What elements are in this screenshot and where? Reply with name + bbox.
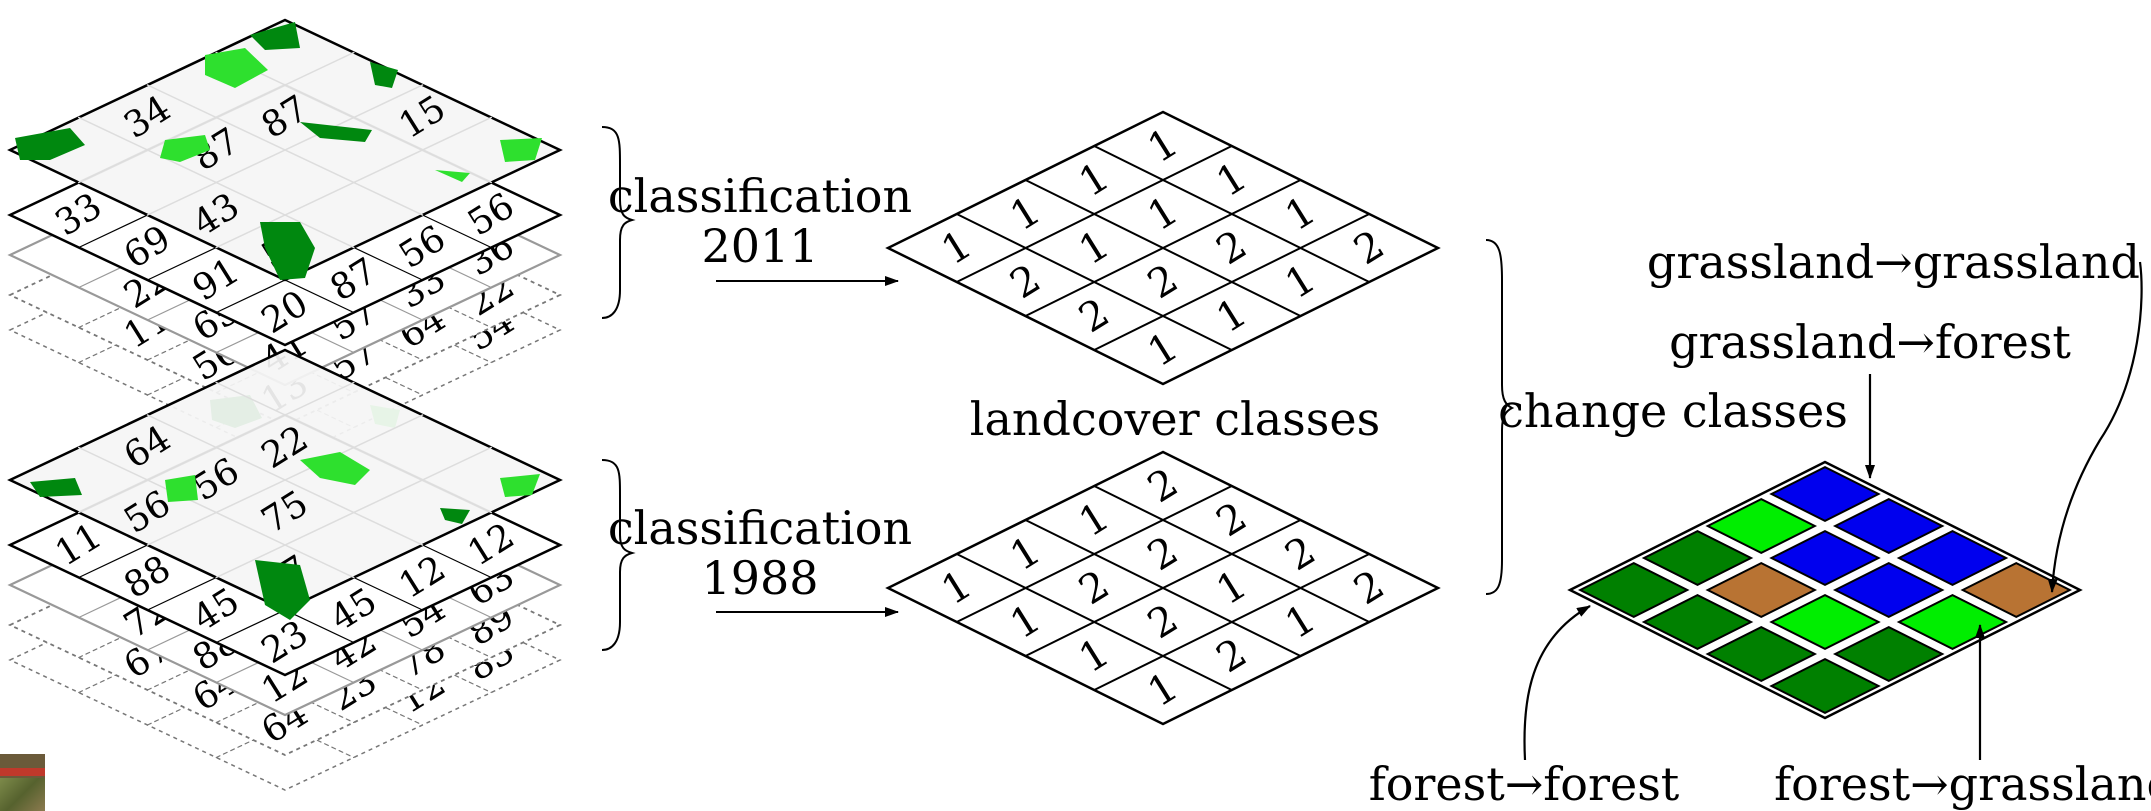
pointer-grassland-grassland: [2047, 261, 2143, 593]
change-cell-grassland-to-forest: [1769, 466, 1881, 522]
vegetation-patch: [440, 508, 470, 524]
change-classes-grid: [1567, 460, 2083, 720]
vegetation-patch: [300, 122, 372, 142]
vegetation-patch: [435, 170, 470, 182]
change-cell-grassland-to-forest: [1769, 530, 1881, 586]
vegetation-patch: [260, 222, 315, 280]
image-stack-1988: 8312897823646467635442128872121245234588…: [7, 348, 563, 791]
vegetation-patch: [205, 48, 268, 88]
classification-1988-label-line1: classification: [608, 501, 912, 555]
change-classes-label: change classes: [1498, 384, 1848, 438]
change-cell-forest-to-forest: [1577, 562, 1690, 618]
classification-1988-label-line2: 1988: [701, 551, 818, 605]
vegetation-patch: [30, 478, 82, 497]
stack-top-image-layer: 226456755667: [7, 348, 563, 620]
change-cell-grassland-to-grassland: [1705, 562, 1818, 618]
classification-2011-label-line1: classification: [608, 169, 912, 223]
vegetation-patch: [500, 138, 542, 162]
vegetation-patch: [250, 22, 300, 50]
forest-to-forest-label: forest→forest: [1369, 757, 1680, 811]
vegetation-patch: [500, 474, 540, 497]
change-cell-grassland-to-forest: [1832, 498, 1945, 554]
corner-thumbnail-image: [0, 754, 45, 811]
vegetation-patch: [160, 135, 210, 162]
vegetation-patch: [300, 452, 370, 485]
change-cell-forest-to-forest: [1641, 530, 1754, 586]
change-cell-grassland-to-grassland: [1960, 562, 2073, 618]
change-cell-forest-to-grassland: [1769, 594, 1881, 650]
change-cell-forest-to-forest: [1832, 626, 1945, 682]
vegetation-patch: [370, 62, 398, 88]
vegetation-patch: [15, 128, 85, 160]
stack-top-image-layer: 158734874356: [7, 18, 563, 282]
grassland-to-forest-label: grassland→forest: [1669, 315, 2071, 369]
landcover-classes-label: landcover classes: [970, 392, 1380, 446]
brace-1988: [601, 459, 636, 651]
change-cell-grassland-to-forest: [1832, 562, 1945, 618]
change-cell-forest-to-forest: [1641, 594, 1754, 650]
change-grid-outline: [1567, 460, 2083, 720]
image-stack-2011: 5422645713561136335741652256568720916933…: [7, 18, 563, 461]
vegetation-patch: [255, 560, 310, 620]
brace-change: [1485, 239, 1515, 595]
change-cell-grassland-to-forest: [1896, 530, 2009, 586]
classification-2011-label-line2: 2011: [701, 219, 818, 273]
change-cell-forest-to-grassland: [1705, 498, 1818, 554]
forest-to-grassland-label: forest→grassland: [1774, 757, 2151, 811]
change-cell-forest-to-forest: [1705, 626, 1818, 682]
grassland-to-grassland-label: grassland→grassland: [1647, 235, 2140, 289]
brace-2011: [601, 126, 636, 319]
vegetation-patch: [165, 475, 198, 502]
change-cell-forest-to-forest: [1769, 658, 1881, 714]
pointer-forest-forest: [1523, 605, 1591, 761]
